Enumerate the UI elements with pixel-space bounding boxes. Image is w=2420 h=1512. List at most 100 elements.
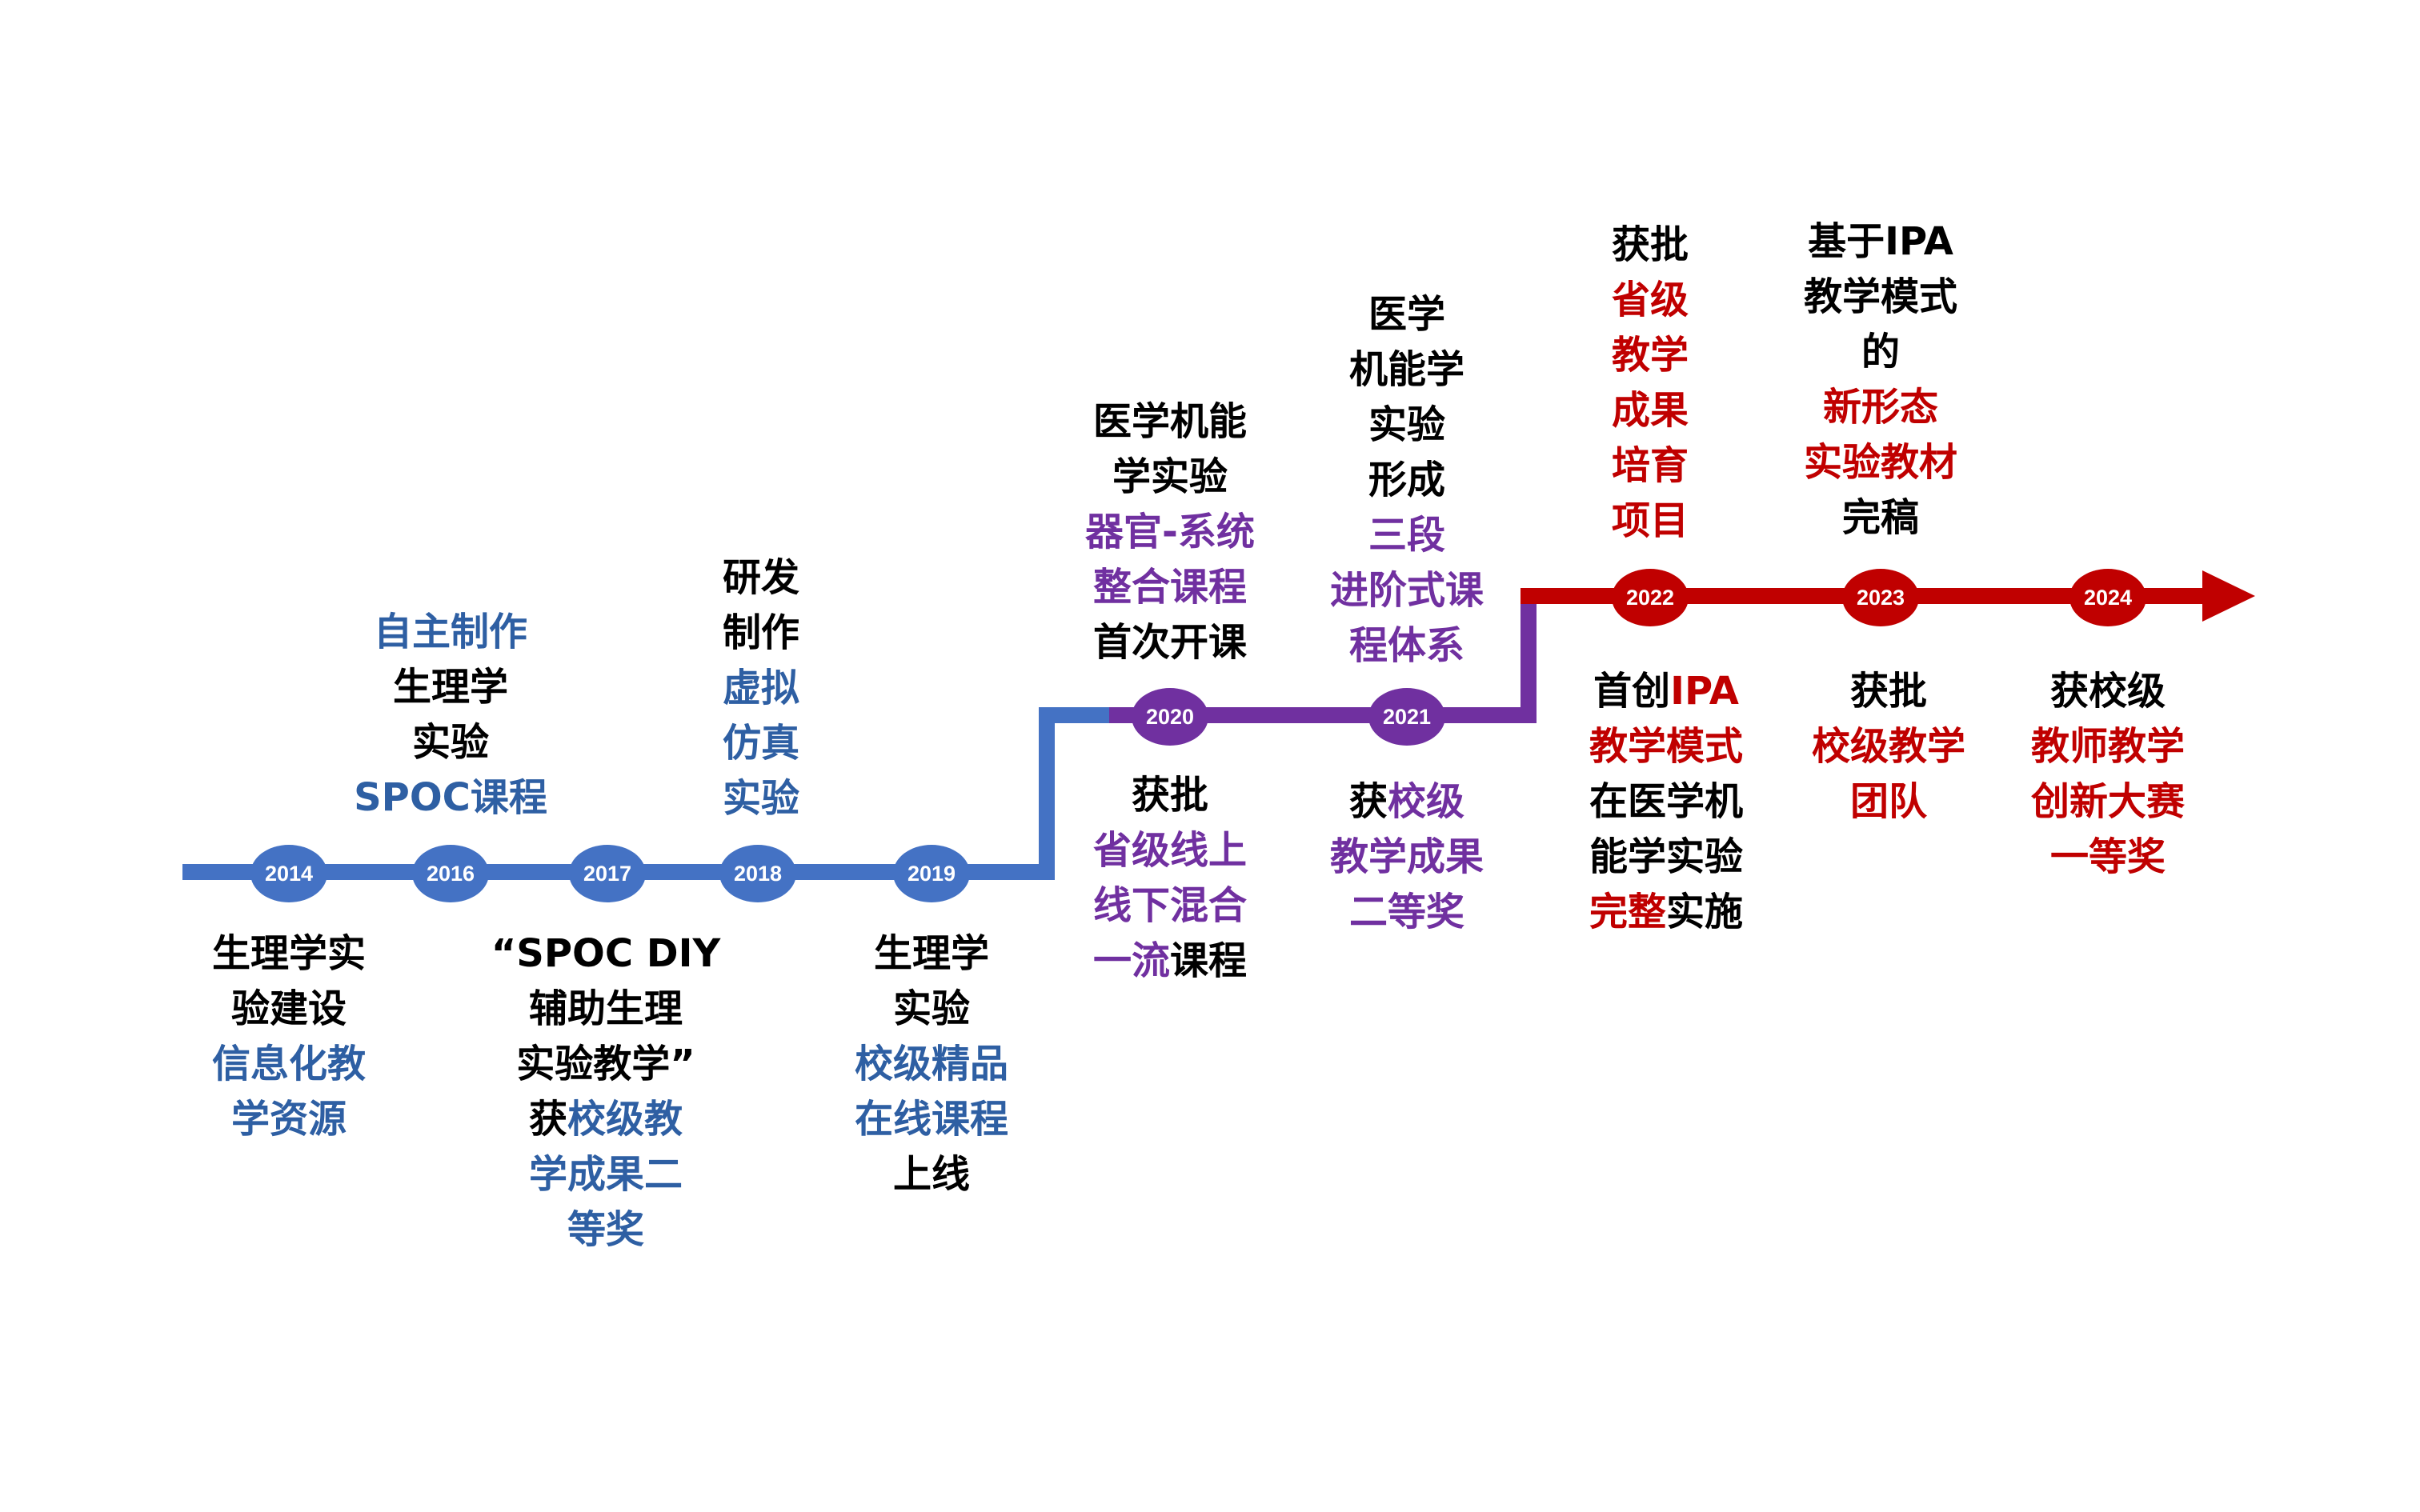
milestone-text-below: 获校级教学成果二等奖 <box>1330 774 1484 940</box>
milestone-text-line: 研发 <box>723 550 799 606</box>
milestone-text-segment: 制作 <box>722 610 800 655</box>
year-label: 2022 <box>1626 586 1674 610</box>
milestone-text-segment: 首次开课 <box>1092 620 1247 665</box>
milestone-text-segment: 一等奖 <box>2049 834 2166 879</box>
milestone-text-line: SPOC课程 <box>354 770 547 826</box>
milestone-text-line: “SPOC DIY <box>491 926 721 982</box>
milestone-text-line: 成果 <box>1612 383 1689 438</box>
milestone-text-segment: 在医学机 <box>1589 779 1743 824</box>
milestone-text-line: 获批 <box>1812 664 1965 719</box>
milestone-text-segment: 仿真 <box>722 721 800 766</box>
milestone-text-segment: 医学机能 <box>1092 399 1247 444</box>
milestone-text-segment: 生理学 <box>392 665 509 710</box>
milestone-text-segment: 器官-系统 <box>1085 510 1255 554</box>
milestone-text-segment: 获批 <box>1131 773 1208 818</box>
milestone-text-line: 获校级 <box>1330 774 1484 830</box>
year-node-circle <box>1132 688 1208 746</box>
year-node-2023: 2023 <box>1842 569 1919 626</box>
year-node-2016: 2016 <box>412 845 489 902</box>
year-label: 2016 <box>427 862 475 886</box>
year-node-2014: 2014 <box>250 845 327 902</box>
milestone-text-line: 等奖 <box>491 1202 721 1258</box>
milestone-text-segment: 培育 <box>1611 443 1689 488</box>
milestone-text-line: 形成 <box>1330 453 1484 508</box>
milestone-text-line: 培育 <box>1612 438 1689 494</box>
year-label: 2020 <box>1146 705 1194 729</box>
milestone-text-line: 整合课程 <box>1085 560 1255 615</box>
milestone-text-segment: 教学 <box>1611 333 1689 378</box>
milestone-text-segment: 校级教 <box>567 1097 683 1142</box>
milestone-text-segment: 研发 <box>722 555 800 600</box>
milestone-text-line: 医学机能 <box>1085 394 1255 450</box>
milestone-text-line: 学资源 <box>212 1092 366 1147</box>
milestone-text-segment: 教学模式 <box>1803 274 1958 319</box>
milestone-text-line: 的 <box>1804 325 1957 380</box>
year-label: 2021 <box>1383 705 1431 729</box>
year-node-2017: 2017 <box>569 845 646 902</box>
milestone-text-line: 首创IPA <box>1589 664 1743 719</box>
year-node-2021: 2021 <box>1368 688 1445 746</box>
milestone-text-line: 校级精品 <box>855 1037 1008 1092</box>
year-node-circle <box>2069 569 2146 626</box>
milestone-text-segment: 在线课程 <box>854 1097 1009 1142</box>
milestone-text-segment: 校级 <box>1387 779 1465 824</box>
milestone-text-below: 获校级教师教学创新大赛一等奖 <box>2031 664 2185 885</box>
milestone-text-line: 程体系 <box>1330 618 1484 674</box>
milestone-text-segment: 教师教学 <box>2030 724 2186 769</box>
milestone-text-line: 虚拟 <box>723 661 799 716</box>
year-node-circle <box>250 845 327 902</box>
milestone-text-above: 获批省级教学成果培育项目 <box>1612 218 1689 549</box>
milestone-text-line: 器官-系统 <box>1085 505 1255 560</box>
milestone-text-segment: 一流 <box>1092 938 1170 983</box>
milestone-text-line: 在医学机 <box>1589 774 1743 830</box>
milestone-text-line: 教学 <box>1612 328 1689 383</box>
milestone-text-segment: 新形态 <box>1822 385 1939 430</box>
milestone-text-line: 能学实验 <box>1589 830 1743 885</box>
year-node-circle <box>1612 569 1689 626</box>
milestone-text-line: 实验 <box>855 982 1008 1037</box>
milestone-text-segment: 进阶式课 <box>1329 568 1484 613</box>
milestone-text-segment: 实验 <box>722 776 800 821</box>
milestone-text-segment: “SPOC DIY <box>491 931 721 976</box>
year-label: 2023 <box>1857 586 1905 610</box>
milestone-text-line: 基于IPA <box>1804 214 1957 270</box>
year-label: 2024 <box>2084 586 2132 610</box>
year-node-circle <box>1368 688 1445 746</box>
year-node-circle <box>893 845 970 902</box>
milestone-text-segment: 完稿 <box>1841 495 1920 540</box>
milestone-text-line: 生理学实 <box>212 926 366 982</box>
milestone-text-segment: 实验 <box>892 986 971 1031</box>
milestone-text-line: 教学成果 <box>1330 830 1484 885</box>
milestone-text-segment: 辅助生理 <box>528 986 683 1031</box>
milestone-text-segment: 虚拟 <box>722 666 800 710</box>
milestone-text-line: 首次开课 <box>1085 615 1255 670</box>
milestone-text-line: 生理学 <box>354 660 547 715</box>
milestone-text-above: 医学机能学实验器官-系统整合课程首次开课 <box>1085 394 1255 670</box>
year-node-circle <box>412 845 489 902</box>
milestone-text-segment: 创新大赛 <box>2030 779 2186 824</box>
milestone-text-segment: 教学成果 <box>1329 834 1484 879</box>
milestone-text-segment: 自主制作 <box>373 610 528 654</box>
milestone-text-segment: 课程 <box>1170 938 1248 983</box>
milestone-text-line: 学实验 <box>1085 450 1255 505</box>
milestone-text-segment: 教学模式 <box>1589 724 1743 769</box>
milestone-text-segment: 完整 <box>1589 890 1666 934</box>
milestone-text-segment: SPOC课程 <box>354 775 547 820</box>
milestone-text-line: 一等奖 <box>2031 830 2185 885</box>
milestone-text-line: 教学模式 <box>1804 270 1957 325</box>
milestone-text-segment: 实验教材 <box>1803 440 1958 485</box>
milestone-text-line: 项目 <box>1612 494 1689 549</box>
milestone-text-segment: 团队 <box>1849 779 1928 824</box>
milestone-text-line: 制作 <box>723 606 799 661</box>
year-label: 2019 <box>908 862 956 886</box>
year-label: 2017 <box>583 862 631 886</box>
milestone-text-below: 获批省级线上线下混合一流课程 <box>1093 768 1247 989</box>
milestone-text-segment: 三段 <box>1368 513 1446 558</box>
milestone-text-line: 校级教学 <box>1812 719 1965 774</box>
milestone-text-segment: 实施 <box>1666 890 1744 934</box>
milestone-text-segment: 首创 <box>1593 669 1671 714</box>
year-label: 2014 <box>265 862 313 886</box>
milestone-text-segment: 学资源 <box>230 1097 347 1142</box>
